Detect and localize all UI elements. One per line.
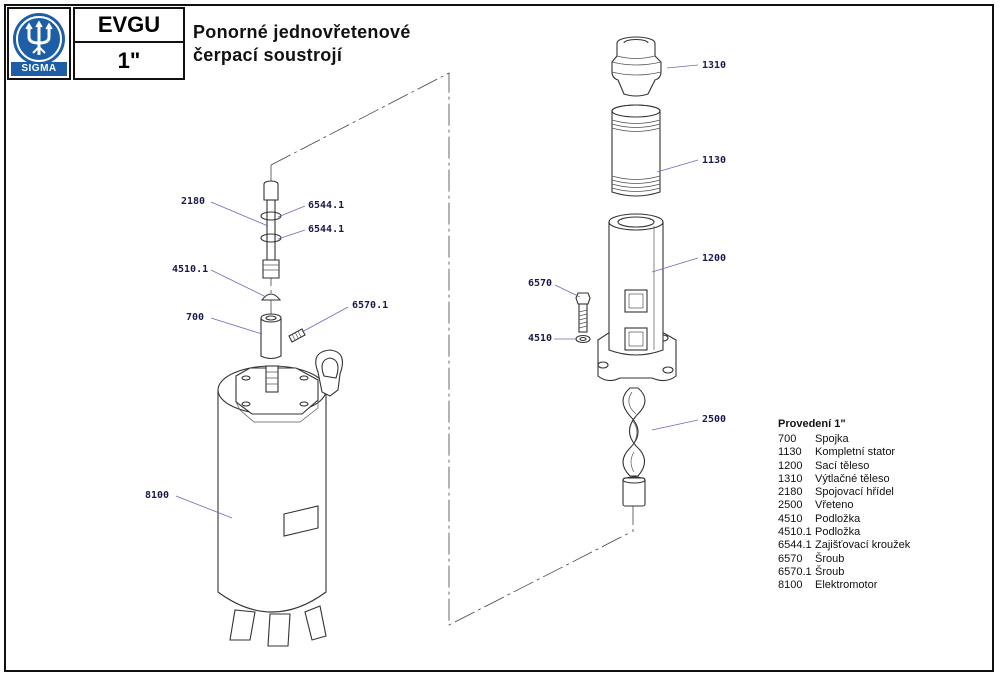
legend-row: 1130 Kompletní stator [778, 446, 910, 459]
legend-row: 8100 Elektromotor [778, 579, 910, 592]
legend-name: Výtlačné těleso [815, 472, 890, 485]
drawing-frame [4, 4, 994, 672]
legend-row: 1310 Výtlačné těleso [778, 473, 910, 486]
label-4510: 4510 [528, 333, 553, 344]
drawing-title-line1: Ponorné jednovřetenové [193, 22, 411, 42]
parts-legend: Provedení 1" 700 Spojka 1130 Kompletní sta… [778, 418, 910, 593]
label-1310: 1310 [702, 60, 727, 71]
legend-num: 1200 [778, 459, 803, 472]
label-2180: 2180 [181, 196, 206, 207]
legend-num: 4510 [778, 512, 803, 525]
label-2500: 2500 [702, 414, 727, 425]
part-1310-discharge-body [611, 36, 662, 97]
trident-emblem [13, 13, 65, 65]
label-700: 700 [186, 312, 205, 323]
legend-num: 2500 [778, 499, 803, 512]
label-4510-1: 4510.1 [172, 264, 209, 275]
legend-name: Zajišťovací kroužek [815, 539, 911, 552]
legend-row: 700 Spojka [778, 433, 910, 446]
model-code: EVGU [75, 9, 183, 43]
label-1200: 1200 [702, 253, 727, 264]
legend-name: Podložka [815, 512, 861, 525]
legend-num: 1310 [778, 472, 803, 485]
legend-name: Kompletní stator [815, 446, 896, 459]
legend-name: Vřeteno [815, 499, 854, 512]
title-block: SIGMA EVGU 1" [7, 7, 185, 80]
legend-num: 700 [778, 433, 797, 445]
label-6544-1-lower: 6544.1 [308, 224, 345, 235]
legend-num: 6570 [778, 552, 803, 565]
legend-name: Sací těleso [815, 459, 870, 472]
label-6544-1-upper: 6544.1 [308, 200, 345, 211]
legend-name: Šroub [815, 552, 845, 565]
legend-row: 6570 Šroub [778, 553, 910, 566]
legend-num: 4510.1 [778, 526, 812, 539]
part-2180-coupling-shaft [262, 180, 280, 279]
label-6570-1: 6570.1 [352, 300, 389, 311]
legend-num: 6570.1 [778, 565, 812, 578]
label-1130: 1130 [702, 155, 727, 166]
legend-heading: Provedení 1" [778, 418, 846, 430]
part-8100-electric-motor [217, 349, 343, 647]
part-700-coupling [260, 313, 282, 360]
legend-num: 2180 [778, 486, 803, 499]
leader-lines [175, 64, 699, 519]
legend-row: 1200 Sací těleso [778, 460, 910, 473]
legend-name: Šroub [815, 565, 845, 578]
part-4510-washer [575, 334, 591, 344]
legend-name: Elektromotor [815, 579, 878, 592]
legend-row: 2500 Vřeteno [778, 499, 910, 512]
legend-num: 6544.1 [778, 539, 812, 552]
trident-icon [16, 16, 62, 62]
drawing-title-line2: čerpací soustrojí [193, 45, 343, 65]
legend-name: Podložka [815, 526, 861, 539]
part-1130-stator [611, 104, 661, 197]
logo-text: SIGMA [11, 62, 67, 76]
legend-name: Spojka [815, 433, 849, 445]
legend-num: 8100 [778, 579, 803, 592]
legend-row: 2180 Spojovací hřídel [778, 486, 910, 499]
label-6570: 6570 [528, 278, 553, 289]
legend-num: 1130 [778, 446, 802, 459]
legend-name: Spojovací hřídel [815, 486, 894, 499]
part-6570-screw [575, 292, 591, 333]
label-8100: 8100 [145, 490, 170, 501]
part-4510-1-washer [260, 293, 282, 301]
part-2500-rotor [622, 387, 646, 507]
model-code-box: EVGU 1" [73, 7, 185, 80]
legend-row: 4510 Podložka [778, 513, 910, 526]
part-1200-suction-body [597, 213, 677, 382]
sigma-logo: SIGMA [7, 7, 71, 80]
model-size: 1" [117, 48, 141, 73]
part-6570-1-set-screw [288, 328, 306, 343]
